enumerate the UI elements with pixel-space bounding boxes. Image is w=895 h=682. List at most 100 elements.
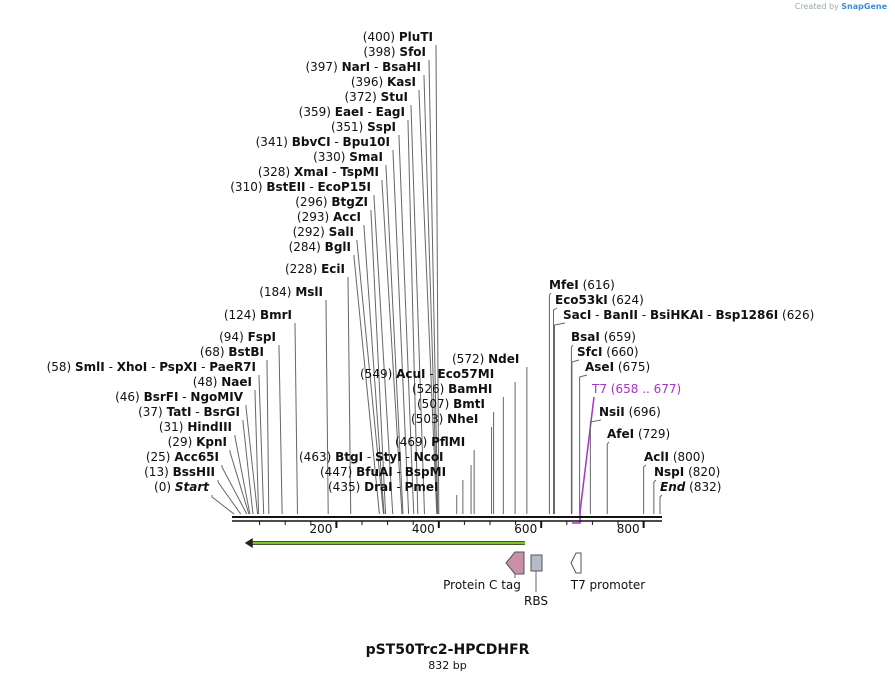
site-label: (48) NaeI (193, 375, 252, 389)
enzyme-name: End (660, 480, 686, 494)
site-position: (447) (320, 465, 352, 479)
site-position: (832) (689, 480, 721, 494)
site-position: (359) (299, 105, 331, 119)
rbs-label: RBS (524, 594, 548, 608)
t7-promoter-label: T7 promoter (570, 578, 646, 592)
site-position: (400) (363, 30, 395, 44)
site-position: (124) (224, 308, 256, 322)
enzyme-name: BamHI (448, 382, 492, 396)
site-leader (653, 479, 657, 514)
enzyme-name: Eco57MI (438, 367, 495, 381)
site-label: (330) SmaI (313, 150, 383, 164)
site-label: (31) HindIII (159, 420, 232, 434)
site-position: (469) (395, 435, 427, 449)
site-label: (526) BamHI (412, 382, 492, 396)
site-position: (526) (412, 382, 444, 396)
enzyme-name: SalI (329, 225, 354, 239)
site-position: (503) (411, 412, 443, 426)
site-position: (549) (360, 367, 392, 381)
site-leader (254, 390, 260, 515)
site-label: Eco53kI (624) (555, 293, 644, 307)
enzyme-name: EciI (321, 262, 345, 276)
site-label: (124) BmrI (224, 308, 292, 322)
site-label: AclI (800) (644, 450, 705, 464)
enzyme-name: TatI (167, 405, 192, 419)
site-position: (310) (230, 180, 262, 194)
site-position: (463) (299, 450, 331, 464)
site-position: (507) (417, 397, 449, 411)
site-leader (325, 300, 329, 515)
site-label: (228) EciI (285, 262, 345, 276)
enzyme-name: NgoMIV (190, 390, 243, 404)
site-label: (328) XmaI - TspMI (258, 165, 379, 179)
ruler-tick-label: 800 (617, 522, 640, 536)
enzyme-name: BsaI (571, 330, 600, 344)
site-label: T7 (658 .. 677) (591, 382, 681, 396)
site-position: (696) (629, 405, 661, 419)
site-leader (294, 323, 298, 515)
site-label: NspI (820) (654, 465, 720, 479)
enzyme-name: BsaHI (382, 60, 421, 74)
site-position: (341) (256, 135, 288, 149)
enzyme-name: PmeI (405, 480, 439, 494)
plasmid-map: (400) PluTI(398) SfoI(397) NarI - BsaHI(… (47, 30, 815, 608)
snapgene-watermark: Created by SnapGene (794, 2, 887, 11)
site-label: (397) NarI - BsaHI (305, 60, 421, 74)
site-label: (351) SspI (331, 120, 396, 134)
enzyme-name: BbvCI (292, 135, 331, 149)
site-label: (398) SfoI (363, 45, 426, 59)
site-position: (29) (168, 435, 193, 449)
site-label: (549) AcuI - Eco57MI (360, 367, 494, 381)
site-label: (341) BbvCI - Bpu10I (256, 135, 390, 149)
site-position: (330) (313, 150, 345, 164)
t7-promoter-feature (570, 552, 582, 574)
enzyme-name: EcoP15I (317, 180, 371, 194)
site-leader (347, 277, 352, 515)
site-label: (447) BfuAI - BspMI (320, 465, 446, 479)
site-position: (0) (154, 480, 171, 494)
site-position: (292) (293, 225, 325, 239)
snapgene-logo: SnapGene (841, 2, 887, 11)
enzyme-name: T7 (591, 382, 607, 396)
site-label: (292) SalI (293, 225, 354, 239)
site-leader (229, 450, 250, 515)
enzyme-name: SmaI (349, 150, 383, 164)
ruler-tick-label: 200 (309, 522, 332, 536)
site-label: (184) MslI (259, 285, 323, 299)
site-leader (217, 480, 242, 515)
site-position: (397) (305, 60, 337, 74)
site-leader (570, 344, 574, 514)
enzyme-name: BsrFI (144, 390, 179, 404)
site-leader (407, 120, 419, 515)
site-label: (372) StuI (345, 90, 409, 104)
site-label: (359) EaeI - EagI (299, 105, 405, 119)
site-position: (820) (688, 465, 720, 479)
site-label: BsaI (659) (571, 330, 636, 344)
enzyme-name: PflMI (431, 435, 465, 449)
site-leader (579, 374, 588, 514)
enzyme-name: DraI (364, 480, 392, 494)
enzyme-name: BglI (325, 240, 351, 254)
enzyme-name: BanII (603, 308, 638, 322)
enzyme-name: NdeI (488, 352, 519, 366)
site-leader (418, 90, 438, 515)
enzyme-name: AfeI (607, 427, 634, 441)
enzyme-name: StuI (381, 90, 408, 104)
site-position: (572) (452, 352, 484, 366)
enzyme-name: StyI (375, 450, 402, 464)
enzyme-name: NcoI (414, 450, 444, 464)
site-position: (396) (351, 75, 383, 89)
site-leader (392, 150, 410, 515)
site-leader (385, 165, 404, 515)
enzyme-name: AcuI (396, 367, 425, 381)
site-label: (572) NdeI (452, 352, 519, 366)
enzyme-name: PspXI (159, 360, 197, 374)
site-position: (68) (200, 345, 225, 359)
site-leader (242, 420, 254, 515)
site-leader (353, 255, 380, 515)
site-label: (503) NheI (411, 412, 478, 426)
protein-c-tag-label: Protein C tag (443, 578, 521, 592)
site-position: (13) (144, 465, 169, 479)
site-position: (293) (297, 210, 329, 224)
enzyme-name: NsiI (599, 405, 625, 419)
